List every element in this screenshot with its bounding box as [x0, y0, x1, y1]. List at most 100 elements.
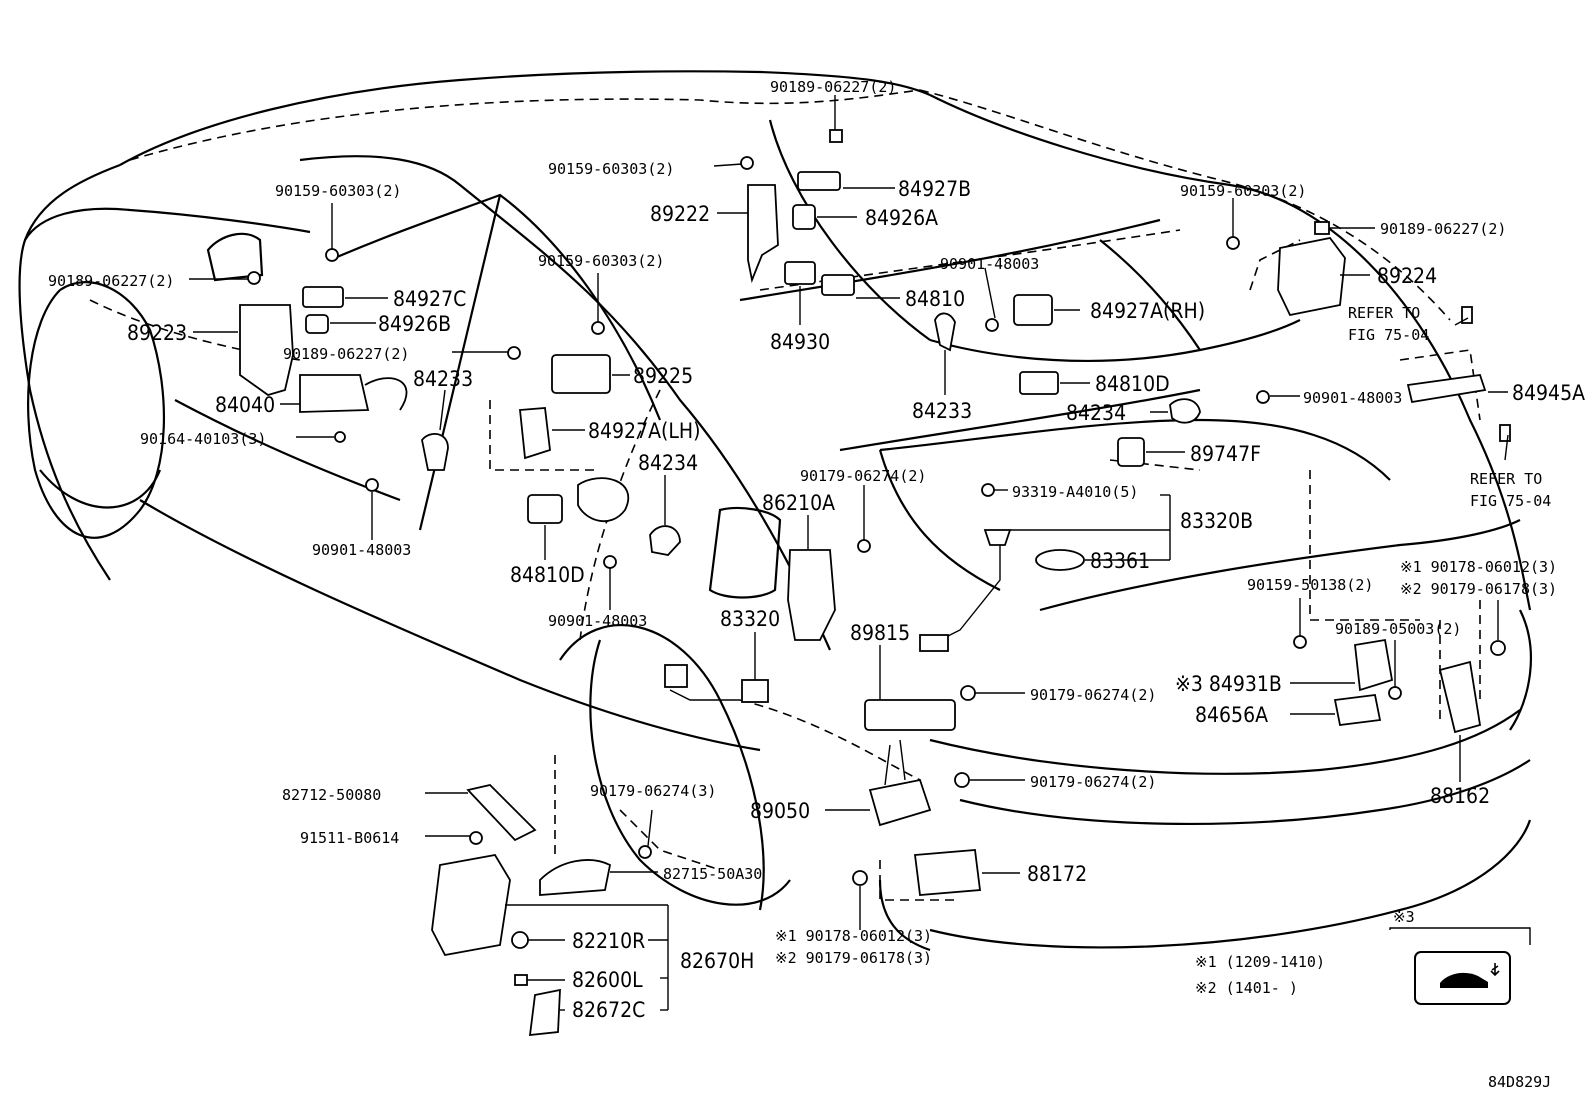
- label-84040: 84040: [215, 393, 275, 417]
- label-84233-right: 84233: [912, 399, 972, 423]
- ecu-82670H: [431, 854, 511, 957]
- label-86210A: 86210A: [762, 491, 835, 515]
- label-91511-B0614: 91511-B0614: [300, 829, 399, 847]
- sensor-88162: [1438, 660, 1482, 734]
- label-90901-48003-right: 90901-48003: [1303, 389, 1402, 407]
- legend: ※1 (1209-1410) ※2 (1401- ) ※3 84D829J: [1195, 908, 1551, 1091]
- label-89815: 89815: [850, 621, 910, 645]
- label-83320B: 83320B: [1180, 509, 1253, 533]
- bracket-82672C: [528, 988, 561, 1037]
- switch-84927C: [302, 286, 344, 308]
- switch-84810D-right: [1019, 371, 1059, 395]
- label-84810D-right: 84810D: [1095, 372, 1170, 396]
- label-83361: 83361: [1090, 549, 1150, 573]
- label-88172: 88172: [1027, 862, 1087, 886]
- switch-84040: [299, 374, 370, 413]
- cap-84926A: [792, 204, 816, 230]
- label-84927A-LH: 84927A(LH): [588, 419, 701, 443]
- label-82670H: 82670H: [680, 949, 754, 973]
- bracket-82715-50A30: [539, 859, 612, 896]
- bracket-84931B: [1354, 638, 1394, 692]
- cap-84926B: [305, 314, 329, 334]
- module-89223: [239, 304, 294, 396]
- legend-note-1: ※1 (1209-1410): [1195, 953, 1325, 971]
- label-82210R: 82210R: [572, 929, 645, 953]
- bolt-90159-50138: [1293, 635, 1307, 649]
- label-90159-60303-top: 90159-60303(2): [548, 160, 674, 178]
- label-90189-06227-mid: 90189-06227(2): [283, 345, 409, 363]
- label-89223: 89223: [127, 321, 187, 345]
- label-84810: 84810: [905, 287, 965, 311]
- handle-cover-left: [577, 477, 630, 522]
- label-89050: 89050: [750, 799, 810, 823]
- lock-84234-left: [649, 525, 681, 556]
- label-refer2-line2: FIG 75-04: [1470, 492, 1551, 510]
- label-84926A: 84926A: [865, 206, 938, 230]
- unit-89050: [868, 778, 932, 827]
- label-90159-50138: 90159-50138(2): [1247, 576, 1373, 594]
- bolt-90901-right: [1256, 390, 1270, 404]
- module-89225: [551, 354, 611, 394]
- screw-90164: [334, 431, 346, 443]
- label-90179-06178-top: ※2 90179-06178(3): [1400, 580, 1557, 598]
- label-84927A-RH: 84927A(RH): [1090, 299, 1205, 323]
- bolt-90901-left: [365, 478, 379, 492]
- trunk-opener-icon: [1440, 963, 1500, 988]
- module-89815: [864, 699, 956, 731]
- label-90178-06012-top: ※1 90178-06012(3): [1400, 558, 1557, 576]
- connector-82210R: [511, 931, 529, 949]
- nut-90179-c: [638, 845, 652, 859]
- clip-90189-top: [829, 129, 843, 143]
- bolt-90159-left: [325, 248, 339, 262]
- label-90901-48003-lower: 90901-48003: [548, 612, 647, 630]
- label-90179-06274-top: 90179-06274(2): [800, 467, 926, 485]
- clip-90189-right: [1314, 221, 1330, 235]
- label-84945A: 84945A: [1512, 381, 1585, 405]
- diagram-id: 84D829J: [1488, 1073, 1551, 1091]
- lock-84234-right: [1169, 398, 1201, 424]
- bracket-89222: [747, 184, 779, 284]
- connector-89747F: [1117, 437, 1145, 467]
- label-93319-A4010: 93319-A4010(5): [1012, 483, 1138, 501]
- hinge-84233-left: [421, 433, 449, 471]
- label-90189-05003: 90189-05003(2): [1335, 620, 1461, 638]
- label-84234-right: 84234: [1066, 401, 1126, 425]
- sensor-84930: [784, 261, 816, 285]
- label-89224: 89224: [1377, 264, 1437, 288]
- hinge-84233-right: [934, 312, 956, 352]
- bolt-91511: [469, 831, 483, 845]
- label-84931B: ※3 84931B: [1175, 672, 1282, 696]
- label-90179-06274-c: 90179-06274(3): [590, 782, 716, 800]
- label-84233-left: 84233: [413, 367, 473, 391]
- switch-84927A-RH: [1013, 294, 1053, 326]
- module-89224: [1277, 237, 1346, 317]
- legend-note-2: ※2 (1401- ): [1195, 979, 1298, 997]
- label-84656A: 84656A: [1195, 703, 1268, 727]
- label-83320: 83320: [720, 607, 780, 631]
- cover-82712-50080: [466, 784, 537, 842]
- label-90179-06274-a: 90179-06274(2): [1030, 686, 1156, 704]
- label-84234-left: 84234: [638, 451, 698, 475]
- label-90178-06012-bottom: ※1 90178-06012(3): [775, 927, 932, 945]
- bolt-90159-right: [1226, 236, 1240, 250]
- label-82672C: 82672C: [572, 998, 645, 1022]
- label-90189-06227-left: 90189-06227(2): [48, 272, 174, 290]
- clip-90189-left: [247, 271, 261, 285]
- nut-90179-top: [857, 539, 871, 553]
- nut-90178-bottom: [852, 870, 868, 886]
- label-89747F: 89747F: [1190, 442, 1261, 466]
- label-82600L: 82600L: [572, 968, 643, 992]
- screw-93319: [981, 483, 995, 497]
- label-90179-06274-b: 90179-06274(2): [1030, 773, 1156, 791]
- label-90901-48003-center: 90901-48003: [940, 255, 1039, 273]
- label-84930: 84930: [770, 330, 830, 354]
- label-82712-50080: 82712-50080: [282, 786, 381, 804]
- label-refer1-line1: REFER TO: [1348, 304, 1420, 322]
- ring-83361: [1035, 549, 1085, 571]
- legend-icon-header: ※3: [1393, 908, 1415, 926]
- bolt-90159-mid: [591, 321, 605, 335]
- bolt-90159-top: [740, 156, 754, 170]
- label-90159-60303-left: 90159-60303(2): [275, 182, 401, 200]
- label-90189-06227-right: 90189-06227(2): [1380, 220, 1506, 238]
- clip-90189-05003: [1388, 686, 1402, 700]
